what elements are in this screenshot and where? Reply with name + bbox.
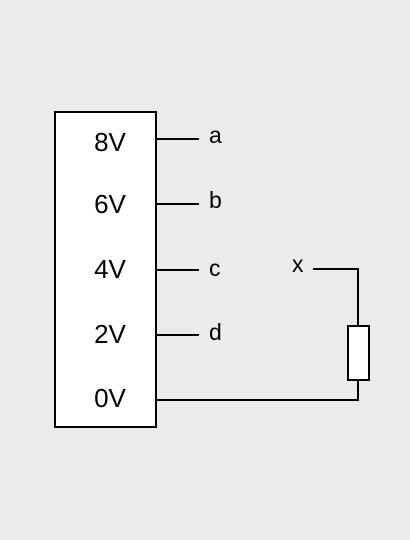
ground-wire (156, 380, 359, 401)
probe-label-x: x (292, 251, 304, 277)
voltage-label-8v: 8V (94, 127, 126, 157)
voltage-label-0v: 0V (94, 383, 126, 413)
terminal-label-d: d (209, 319, 222, 345)
terminal-label-b: b (209, 187, 222, 213)
terminal-label-a: a (209, 122, 222, 148)
probe-wire (313, 268, 359, 326)
power-supply-box (54, 111, 157, 428)
voltage-label-2v: 2V (94, 319, 126, 349)
terminal-label-c: c (209, 255, 221, 281)
voltage-label-4v: 4V (94, 254, 126, 284)
voltage-label-6v: 6V (94, 189, 126, 219)
resistor-icon (347, 325, 370, 381)
